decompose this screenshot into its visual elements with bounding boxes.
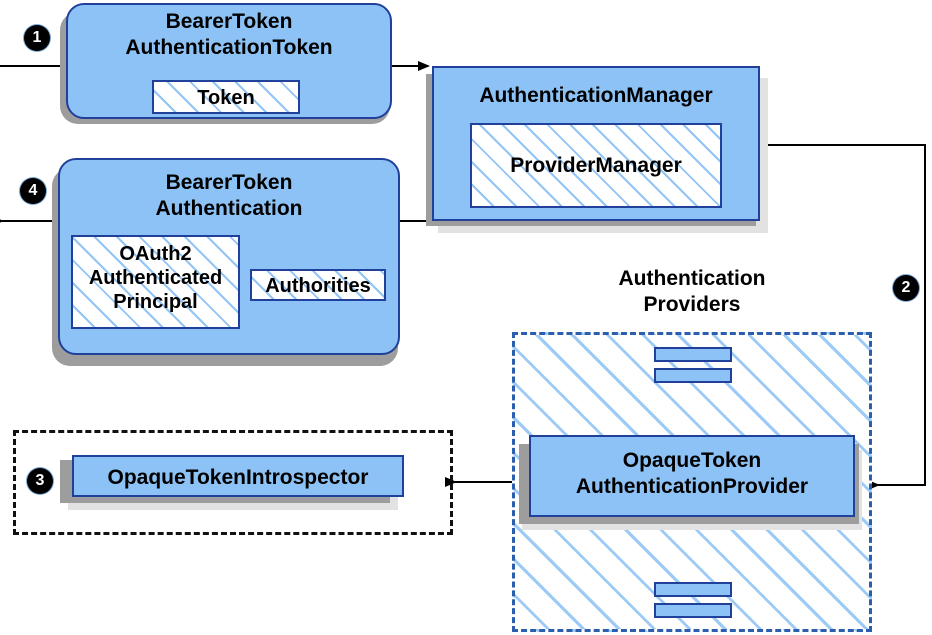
provider-manager-inner-box[interactable]: ProviderManager bbox=[470, 123, 722, 208]
badge-4: 4 bbox=[20, 178, 46, 204]
bearer-token-authentication-title-line1: BearerToken bbox=[165, 171, 293, 194]
oauth2-authenticated-principal-box[interactable]: OAuth2 Authenticated Principal bbox=[71, 235, 240, 329]
opaque-token-authentication-provider-line2: AuthenticationProvider bbox=[575, 475, 809, 498]
authorities-label: Authorities bbox=[265, 275, 371, 297]
badge-2: 2 bbox=[893, 275, 919, 301]
opaque-token-authentication-provider-box[interactable]: OpaqueToken AuthenticationProvider bbox=[529, 435, 855, 517]
token-label: Token bbox=[197, 87, 255, 109]
badge-1: 1 bbox=[24, 25, 50, 51]
bearer-token-authentication-token-title-line2: AuthenticationToken bbox=[125, 36, 333, 59]
stacked-bars-icon-top-lower bbox=[654, 368, 732, 383]
stacked-bars-icon-bottom-lower bbox=[654, 603, 732, 618]
stacked-bars-icon-top-upper bbox=[654, 347, 732, 362]
opaque-token-authentication-provider-line1: OpaqueToken bbox=[622, 449, 762, 472]
opaque-token-introspector-container bbox=[13, 430, 453, 535]
provider-manager-label: ProviderManager bbox=[510, 154, 682, 177]
opaque-token-introspector-label: OpaqueTokenIntrospector bbox=[107, 466, 369, 489]
authentication-providers-heading-line2: Providers bbox=[643, 293, 741, 316]
oauth2-principal-line1: OAuth2 bbox=[119, 243, 192, 265]
authorities-box[interactable]: Authorities bbox=[250, 269, 386, 301]
oauth2-principal-line2: Authenticated bbox=[88, 267, 223, 289]
stacked-bars-icon-bottom-upper bbox=[654, 582, 732, 597]
oauth2-principal-line3: Principal bbox=[113, 291, 198, 313]
authentication-manager-title: AuthenticationManager bbox=[479, 84, 713, 107]
token-inner-box[interactable]: Token bbox=[152, 80, 300, 114]
authentication-providers-heading-line1: Authentication bbox=[618, 267, 766, 290]
bearer-token-authentication-title-line2: Authentication bbox=[155, 197, 303, 220]
badge-3: 3 bbox=[27, 468, 53, 494]
opaque-token-introspector-box[interactable]: OpaqueTokenIntrospector bbox=[72, 455, 404, 497]
bearer-token-authentication-token-title-line1: BearerToken bbox=[165, 10, 293, 33]
